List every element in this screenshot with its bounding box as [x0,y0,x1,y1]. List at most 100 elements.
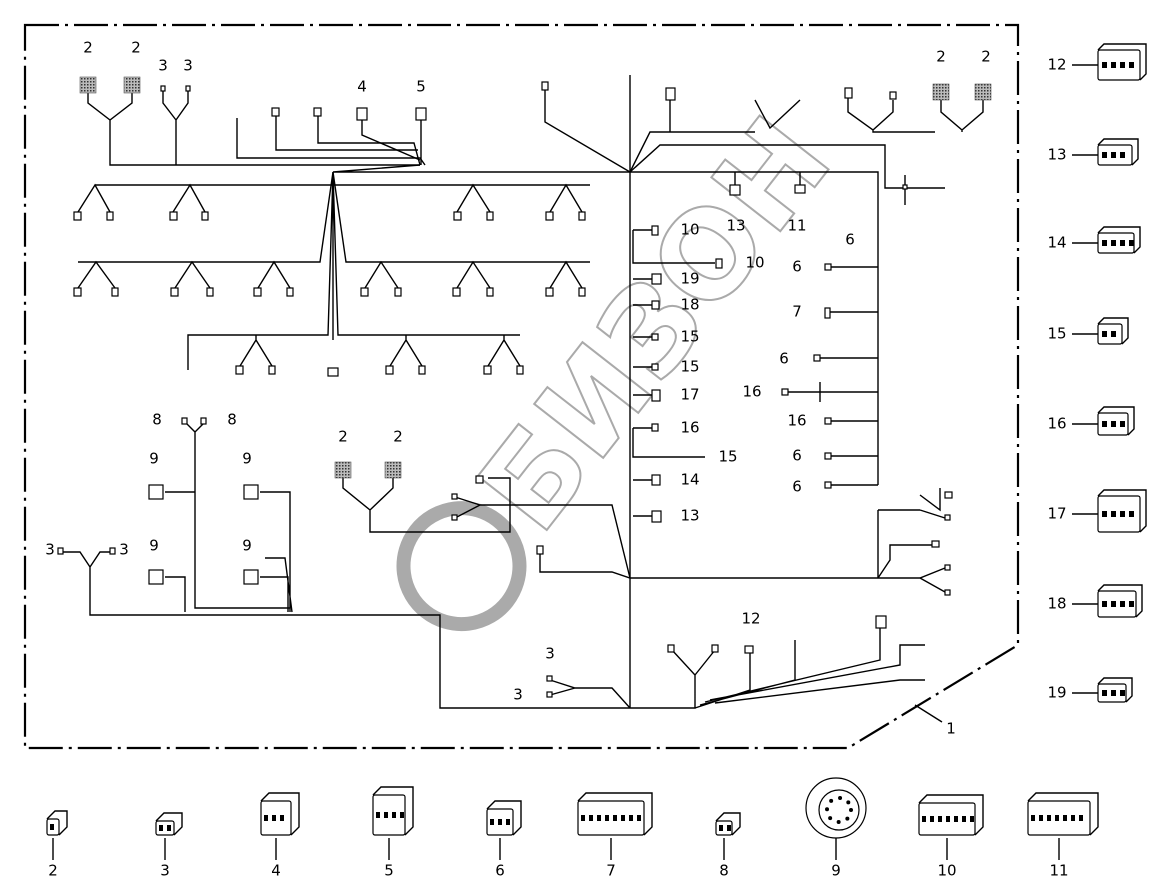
connector-icon [453,211,462,221]
wire [275,116,418,151]
wire [184,421,290,609]
connector-icon [486,287,494,297]
connector-icon [106,211,114,221]
connector-icon [651,273,662,285]
connector-icon [875,615,887,629]
connector-icon [243,484,259,500]
connector-18-icon [1097,584,1143,618]
callout-15: 15 [680,358,699,376]
wire [77,260,583,289]
wire [544,90,631,173]
connector-icon [545,211,554,221]
connector-icon [665,87,676,101]
connector-icon [148,569,164,585]
callout-3: 3 [158,57,168,75]
wire [162,90,189,165]
connector-icon [148,484,164,500]
connector-5-icon [372,786,414,836]
wire [632,427,705,458]
watermark: БИЗОН [396,92,859,632]
wire [62,551,630,709]
connector-icon [651,225,659,236]
callout-3: 3 [119,541,129,559]
connector-8-icon [715,812,741,836]
connector-icon [794,184,806,194]
connector-icon [169,211,178,221]
connector-icon [541,81,549,91]
connector-icon [889,91,897,100]
connector-12-icon [1097,43,1147,81]
connector-15-icon [1097,317,1129,345]
connector-icon [418,365,426,375]
wire [629,99,801,173]
connector-icon [451,493,458,500]
connector-icon [253,287,262,297]
connector-icon [844,87,853,99]
wire [847,98,935,133]
callout-6: 6 [845,231,855,249]
callout-15: 15 [718,448,737,466]
callout-6: 6 [779,350,789,368]
wire [633,278,652,517]
wire [785,266,878,486]
connector-icon [451,514,458,521]
connector-icon [327,367,339,377]
connector-icon [385,365,394,375]
callout-10: 10 [745,254,764,272]
wire [361,120,421,161]
connector-icon [651,363,659,371]
connector-icon [73,287,82,297]
wire [539,488,946,579]
connector-icon [651,474,661,486]
connector-2-icon [384,461,402,479]
connector-2-icon [79,76,97,94]
legend-label-13: 13 [1047,146,1066,164]
connector-2-icon [932,83,950,101]
callout-19: 19 [680,270,699,288]
connector-icon [181,417,188,425]
legend-label-7: 7 [606,862,616,880]
connector-icon [944,589,951,596]
connector-icon [651,510,662,523]
callout-2: 2 [936,48,946,66]
connector-icon [536,545,544,555]
callout-9: 9 [242,450,252,468]
callout-8: 8 [152,411,162,429]
connector-13-icon [1097,138,1139,166]
connector-icon [271,107,280,117]
connector-icon [715,258,723,269]
legend-label-2: 2 [48,862,58,880]
connector-19-icon [1097,677,1133,703]
wire [95,172,590,186]
connector-2-icon [974,83,992,101]
connector-icon [824,307,831,319]
callout-13: 13 [726,217,745,235]
callout-7: 7 [792,303,802,321]
connector-icon [243,569,259,585]
callout-18: 18 [680,296,699,314]
wire [236,118,426,166]
callout-11: 11 [787,217,806,235]
connector-icon [109,547,116,555]
connector-icon [201,211,209,221]
watermark-logo-icon [396,501,527,632]
connector-icon [651,423,659,432]
connector-icon [313,107,322,117]
callout-3: 3 [45,541,55,559]
connector-icon [73,211,82,221]
legend-label-6: 6 [495,862,505,880]
callout-6: 6 [792,478,802,496]
callout-2: 2 [338,428,348,446]
legend-label-15: 15 [1047,325,1066,343]
callout-16: 16 [742,383,761,401]
connector-icon [235,365,244,375]
legend-label-10: 10 [937,862,956,880]
callout-2: 2 [981,48,991,66]
connector-icon [475,475,484,484]
wire [165,491,293,613]
connector-icon [729,184,741,196]
connector-icon [902,184,908,190]
